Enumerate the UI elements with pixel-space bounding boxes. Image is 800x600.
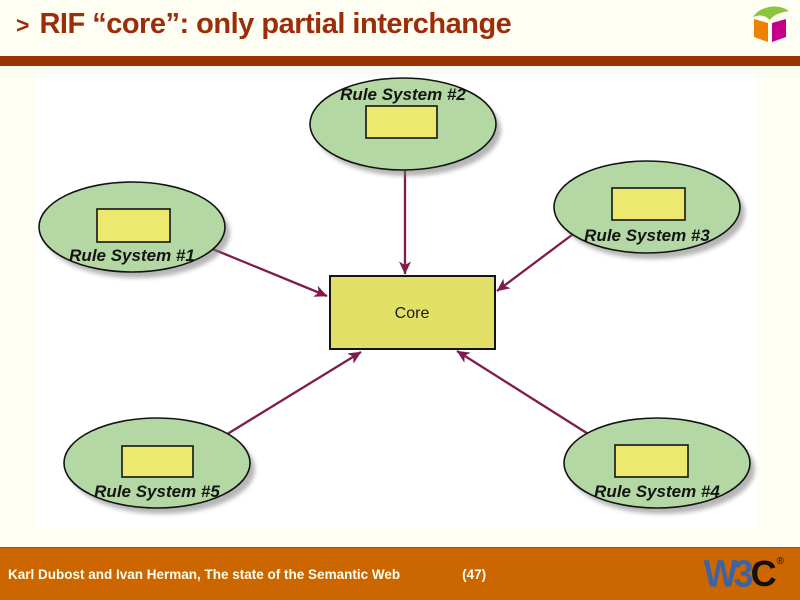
diagram-canvas: Rule System #2 Rule System #1 Rule Syste…	[35, 74, 757, 527]
cube-left-face	[754, 19, 768, 42]
footer-credit: Karl Dubost and Ivan Herman, The state o…	[8, 566, 401, 582]
title-divider-rule	[0, 56, 800, 66]
rs3-box	[611, 187, 686, 221]
rs2-label: Rule System #2	[340, 85, 466, 104]
node-rule-system-3: Rule System #3	[553, 160, 745, 259]
w3c-logo: W3 C ®	[703, 551, 784, 595]
core-box	[329, 275, 496, 350]
node-core: Core	[329, 275, 496, 350]
cube-right-face	[772, 19, 786, 42]
title-bullet-marker: >	[16, 12, 30, 38]
rs1-label: Rule System #1	[69, 246, 195, 265]
node-rule-system-2: Rule System #2	[309, 77, 501, 176]
rs3-label: Rule System #3	[584, 226, 710, 245]
rs5-label: Rule System #5	[94, 482, 220, 501]
page-number: (47)	[462, 566, 487, 582]
page-title: RIF “core”: only partial interchange	[39, 8, 512, 40]
core-label: Core	[395, 305, 430, 322]
header: > RIF “core”: only partial interchange	[16, 8, 512, 41]
rs5-box	[121, 445, 194, 478]
node-rule-system-1: Rule System #1	[38, 181, 230, 278]
w3c-logo-w3: W3	[703, 551, 754, 595]
arrow-core-rs4	[456, 350, 613, 450]
rs1-box	[96, 208, 171, 243]
rs2-box	[365, 105, 438, 139]
node-rule-system-4: Rule System #4	[563, 417, 755, 514]
w3c-cube-logo-icon	[753, 6, 789, 42]
cube-top-face	[753, 6, 789, 20]
footer-bar: Karl Dubost and Ivan Herman, The state o…	[0, 547, 800, 600]
node-rule-system-5: Rule System #5	[63, 417, 255, 514]
rs4-label: Rule System #4	[594, 482, 720, 501]
registered-mark-icon: ®	[776, 556, 784, 567]
rs4-box	[614, 444, 689, 478]
w3c-logo-c: C	[750, 553, 777, 594]
